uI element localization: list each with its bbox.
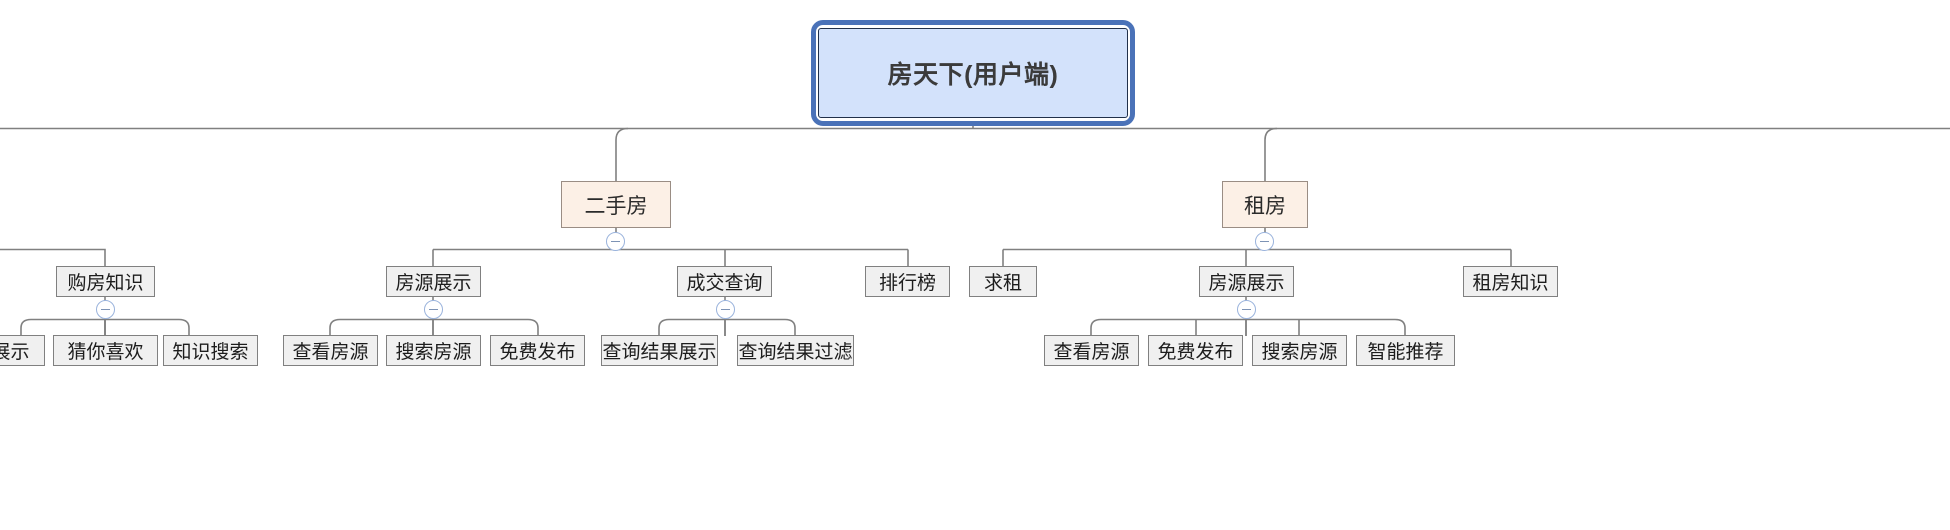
node-zufangzhishi[interactable]: 租房知识 — [1463, 266, 1558, 297]
root-node-fangtianxia[interactable]: 房天下(用户端) — [818, 28, 1128, 118]
node-paihangbang[interactable]: 排行榜 — [865, 266, 950, 297]
node-esf-chakanfangyuan[interactable]: 查看房源 — [283, 335, 378, 366]
node-esf-fangyuanzhanshi[interactable]: 房源展示 — [386, 266, 481, 297]
node-cxjg-guolv[interactable]: 查询结果过滤 — [737, 335, 854, 366]
link-bus-zufang — [1264, 127, 1278, 182]
collapse-toggle-chengjiaochaxun[interactable] — [716, 300, 735, 319]
node-zf-zhinengtuijian[interactable]: 智能推荐 — [1356, 335, 1455, 366]
collapse-toggle-zf-fangyuanzhanshi[interactable] — [1237, 300, 1256, 319]
link-bus-ershoufang — [615, 127, 629, 182]
bus-esf-fangyuan-children — [329, 318, 539, 336]
node-gz-cainixihuan[interactable]: 猜你喜欢 — [53, 335, 158, 366]
node-esf-mianfeifabu[interactable]: 免费发布 — [490, 335, 585, 366]
node-esf-sousuofangyuan[interactable]: 搜索房源 — [386, 335, 481, 366]
bus-chengjiao-children — [658, 318, 796, 336]
collapse-toggle-gouweizhishi[interactable] — [96, 300, 115, 319]
bus-gouweizhishi-children — [20, 318, 190, 336]
node-zufang[interactable]: 租房 — [1222, 181, 1308, 228]
node-gz-zhanshi[interactable]: 展示 — [0, 335, 45, 366]
collapse-toggle-zufang[interactable] — [1255, 232, 1274, 251]
node-qiuzu[interactable]: 求租 — [969, 266, 1037, 297]
node-zf-sousuofangyuan[interactable]: 搜索房源 — [1252, 335, 1347, 366]
collapse-toggle-esf-fangyuanzhanshi[interactable] — [424, 300, 443, 319]
node-zf-chakanfangyuan[interactable]: 查看房源 — [1044, 335, 1139, 366]
node-gouweizhishi[interactable]: 购房知识 — [56, 266, 155, 297]
node-ershoufang[interactable]: 二手房 — [561, 181, 671, 228]
node-gz-zhishisousuo[interactable]: 知识搜索 — [163, 335, 258, 366]
bus-zf-fangyuan-children — [1090, 318, 1406, 336]
collapse-toggle-ershoufang[interactable] — [606, 232, 625, 251]
node-zf-fangyuanzhanshi[interactable]: 房源展示 — [1199, 266, 1294, 297]
node-chengjiaochaxun[interactable]: 成交查询 — [677, 266, 772, 297]
node-cxjg-zhanshi[interactable]: 查询结果展示 — [601, 335, 718, 366]
node-zf-mianfeifabu[interactable]: 免费发布 — [1148, 335, 1243, 366]
link-offscreen-gouweizhishi — [0, 248, 106, 267]
